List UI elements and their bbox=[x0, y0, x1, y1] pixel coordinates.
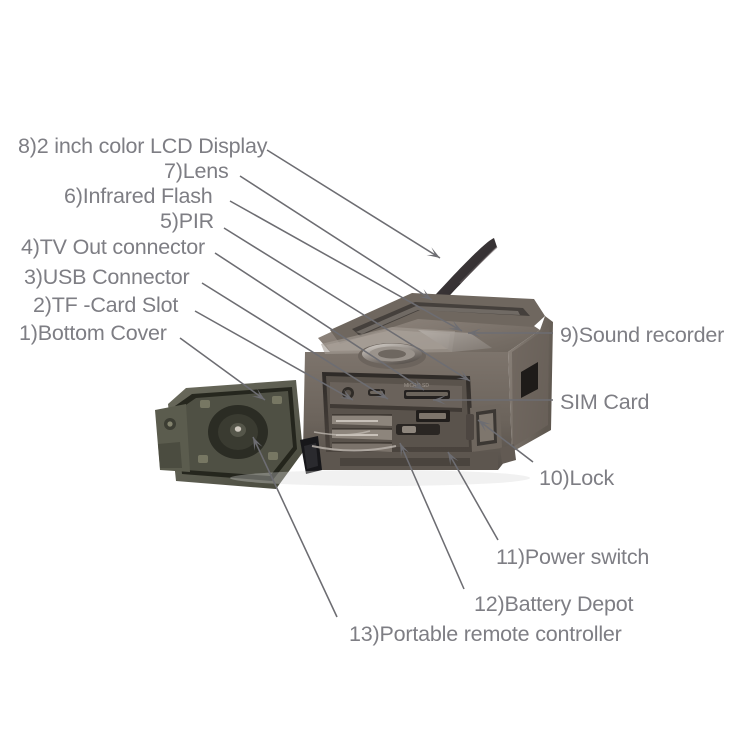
leader-line-12 bbox=[399, 442, 465, 590]
cover-strap bbox=[300, 436, 322, 474]
arrowhead-7 bbox=[418, 289, 432, 300]
callout-label-12: 12)Battery Depot bbox=[474, 592, 634, 616]
leader-line-1 bbox=[179, 337, 266, 401]
arrowhead-2 bbox=[339, 389, 353, 400]
infrared-flash bbox=[418, 330, 492, 352]
leader-line-8 bbox=[266, 149, 441, 259]
callout-label-13: 13)Portable remote controller bbox=[349, 622, 622, 646]
leader-line-6 bbox=[229, 200, 463, 332]
callout-label-11: 11)Power switch bbox=[496, 545, 650, 569]
arrowhead-12 bbox=[400, 443, 410, 457]
callout-label-3: 3)USB Connector bbox=[24, 265, 190, 289]
port-shelf bbox=[330, 382, 462, 408]
bottom-cover bbox=[155, 380, 303, 489]
leader-line-10 bbox=[477, 419, 534, 463]
sim-card-slot bbox=[416, 410, 450, 422]
callout-label-10: 10)Lock bbox=[539, 466, 615, 490]
callout-label-sim: SIM Card bbox=[560, 390, 650, 414]
arrowhead-8 bbox=[426, 247, 440, 258]
arrowhead-11 bbox=[448, 452, 459, 466]
arrowhead-1 bbox=[251, 388, 265, 400]
arrowhead-9 bbox=[468, 328, 481, 338]
leader-line-3 bbox=[201, 282, 389, 400]
callout-label-7: 7)Lens bbox=[164, 159, 229, 183]
arrowhead-sim bbox=[433, 395, 446, 405]
sound-recorder-port bbox=[521, 362, 538, 398]
callout-label-2: 2)TF -Card Slot bbox=[33, 293, 179, 317]
camera-hood bbox=[330, 293, 545, 344]
callout-label-5: 5)PIR bbox=[160, 209, 214, 233]
leader-line-4 bbox=[214, 252, 425, 391]
lcd-display bbox=[321, 327, 455, 354]
lock-latch bbox=[466, 404, 502, 452]
leader-line-13 bbox=[252, 436, 338, 618]
leader-line-2 bbox=[194, 310, 354, 401]
leader-line-11 bbox=[447, 451, 499, 541]
callout-label-4: 4)TV Out connector bbox=[21, 235, 206, 259]
callout-label-9: 9)Sound recorder bbox=[560, 323, 725, 347]
callout-label-8: 8)2 inch color LCD Display bbox=[18, 134, 268, 158]
arrowhead-6 bbox=[448, 320, 462, 331]
arrowhead-4 bbox=[410, 379, 424, 390]
callout-label-6: 6)Infrared Flash bbox=[64, 184, 213, 208]
arrowhead-13 bbox=[253, 437, 263, 451]
camera-body-group: MICRO SD bbox=[155, 238, 553, 489]
leader-lines bbox=[179, 149, 553, 618]
power-switch bbox=[396, 424, 440, 435]
arrowhead-3 bbox=[374, 388, 388, 399]
leader-line-5 bbox=[223, 227, 471, 382]
callout-label-1: 1)Bottom Cover bbox=[19, 321, 167, 345]
arrowhead-5 bbox=[456, 370, 470, 381]
arrowhead-10 bbox=[478, 420, 492, 432]
leader-line-7 bbox=[239, 175, 433, 301]
